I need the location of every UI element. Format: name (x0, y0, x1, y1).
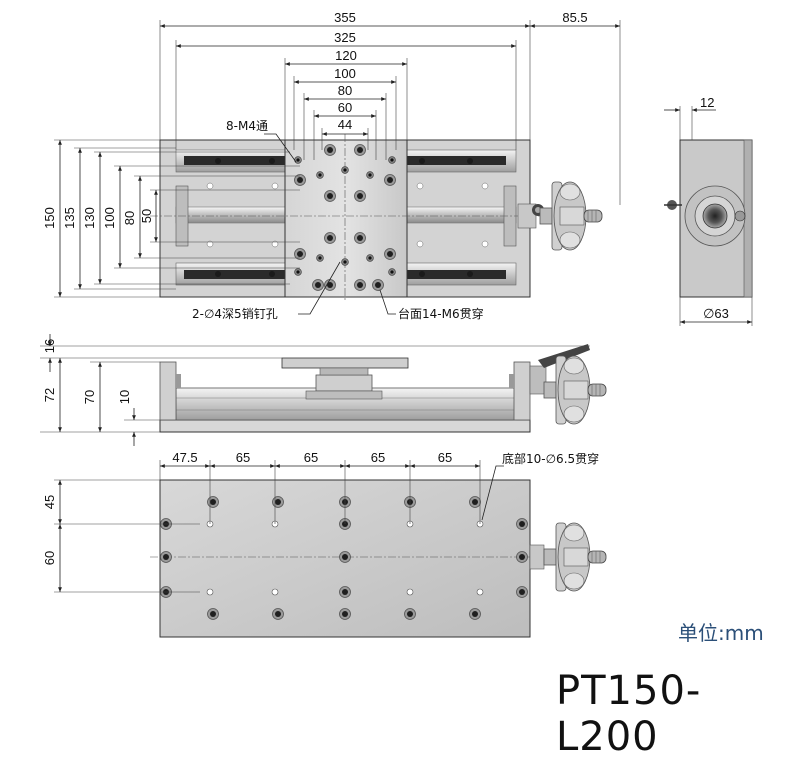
side-view: 16 72 70 10 (40, 334, 607, 446)
callout-bottom-holes: 底部10-∅6.5贯穿 (502, 451, 599, 466)
dim-12: 12 (700, 95, 714, 110)
dim-44: 44 (338, 117, 352, 132)
dim-325: 325 (334, 30, 356, 45)
dim-65-c: 65 (371, 450, 385, 465)
dim-70: 70 (82, 390, 97, 404)
carriage-plate (284, 139, 408, 298)
callout-table-holes: 台面14-M6贯穿 (398, 306, 484, 321)
dim-60-v: 60 (42, 551, 57, 565)
dim-10: 10 (117, 390, 132, 404)
bottom-view: 47.5 65 65 65 65 45 60 底部10-∅6.5贯穿 (42, 450, 607, 638)
dim-diameter-63: ∅63 (703, 306, 729, 321)
dim-65-b: 65 (304, 450, 318, 465)
callout-tapped-holes: 8-M4通 (226, 119, 268, 133)
dim-65-a: 65 (236, 450, 250, 465)
dim-72: 72 (42, 388, 57, 402)
model-label: PT150-L200 (556, 668, 702, 760)
dim-80-v: 80 (122, 211, 137, 225)
dim-85-5: 85.5 (562, 10, 587, 25)
dim-45: 45 (42, 495, 57, 509)
end-view: 12 ∅63 (664, 95, 753, 326)
top-view: 355 85.5 325 120 100 80 60 44 150 (42, 10, 621, 321)
unit-label: 单位:mm (678, 621, 764, 645)
dim-50-v: 50 (139, 209, 154, 223)
dim-355: 355 (334, 10, 356, 25)
dim-100-v: 100 (102, 207, 117, 229)
dim-130: 130 (82, 207, 97, 229)
dim-47-5: 47.5 (172, 450, 197, 465)
dim-80: 80 (338, 83, 352, 98)
technical-drawing: 355 85.5 325 120 100 80 60 44 150 (40, 10, 753, 638)
callout-dowel-holes: 2-∅4深5销钉孔 (192, 307, 278, 321)
dim-65-d: 65 (438, 450, 452, 465)
dim-135: 135 (62, 207, 77, 229)
dim-120: 120 (335, 48, 357, 63)
dim-60: 60 (338, 100, 352, 115)
dim-150: 150 (42, 207, 57, 229)
dim-100: 100 (334, 66, 356, 81)
dim-16: 16 (42, 339, 57, 353)
